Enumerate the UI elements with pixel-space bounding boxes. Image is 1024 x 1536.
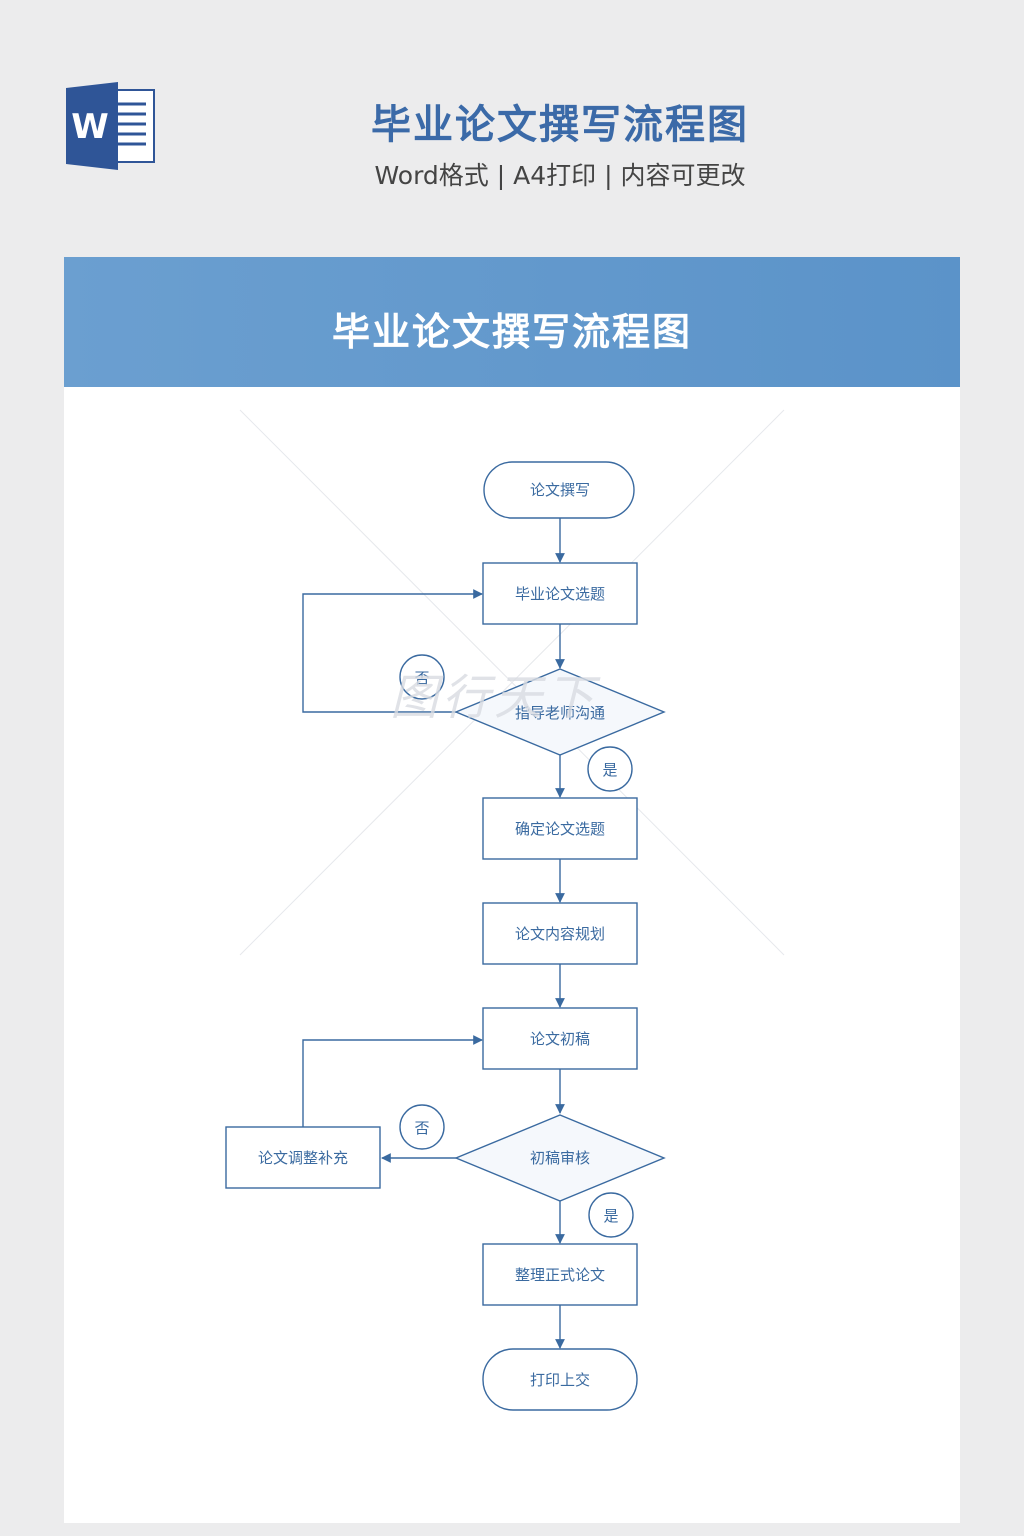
topic-node — [482, 562, 638, 625]
page-title: 毕业论文撰写流程图 — [371, 102, 749, 148]
yes-label-2: 是 — [603, 1207, 618, 1225]
arrow-advisor-no — [302, 589, 483, 713]
adjust-node — [225, 1126, 381, 1189]
no-label-1: 否 — [414, 669, 429, 687]
flowchart: 论文撰写 毕业论文选题 指导老师沟通 确定论文选题 论文内容规划 论文初稿 初稿… — [225, 409, 785, 1411]
start-node — [483, 461, 635, 519]
start-label: 论文撰写 — [530, 481, 590, 499]
confirm-node — [482, 797, 638, 860]
finalize-label: 整理正式论文 — [515, 1266, 605, 1284]
no-badge-2 — [399, 1104, 445, 1150]
submit-label: 打印上交 — [530, 1371, 590, 1389]
topic-label: 毕业论文选题 — [515, 585, 605, 603]
adjust-label: 论文调整补充 — [258, 1149, 348, 1167]
yes-badge-2 — [588, 1192, 634, 1238]
word-logo-icon: W — [66, 82, 155, 170]
background-lines — [239, 409, 785, 956]
word-logo-letter: W — [71, 107, 109, 147]
draft-label: 论文初稿 — [530, 1030, 590, 1048]
submit-node — [482, 1348, 638, 1411]
no-badge-1 — [399, 654, 445, 700]
watermark: 图行天下 — [390, 670, 599, 726]
document-card: 毕业论文撰写流程图 — [64, 257, 960, 1523]
plan-label: 论文内容规划 — [515, 925, 605, 943]
plan-node — [482, 902, 638, 965]
review-label: 初稿审核 — [530, 1149, 590, 1167]
confirm-label: 确定论文选题 — [515, 820, 605, 838]
no-label-2: 否 — [414, 1119, 429, 1137]
page-subtitle: Word格式 | A4打印 | 内容可更改 — [374, 161, 746, 190]
finalize-node — [482, 1243, 638, 1306]
draft-node — [482, 1007, 638, 1070]
banner-title: 毕业论文撰写流程图 — [331, 310, 692, 354]
title-banner: 毕业论文撰写流程图 — [64, 257, 960, 387]
arrow-adjust-draft — [302, 1035, 483, 1127]
yes-badge-1 — [587, 746, 633, 792]
advisor-label: 指导老师沟通 — [515, 704, 605, 722]
yes-label-1: 是 — [602, 761, 617, 779]
